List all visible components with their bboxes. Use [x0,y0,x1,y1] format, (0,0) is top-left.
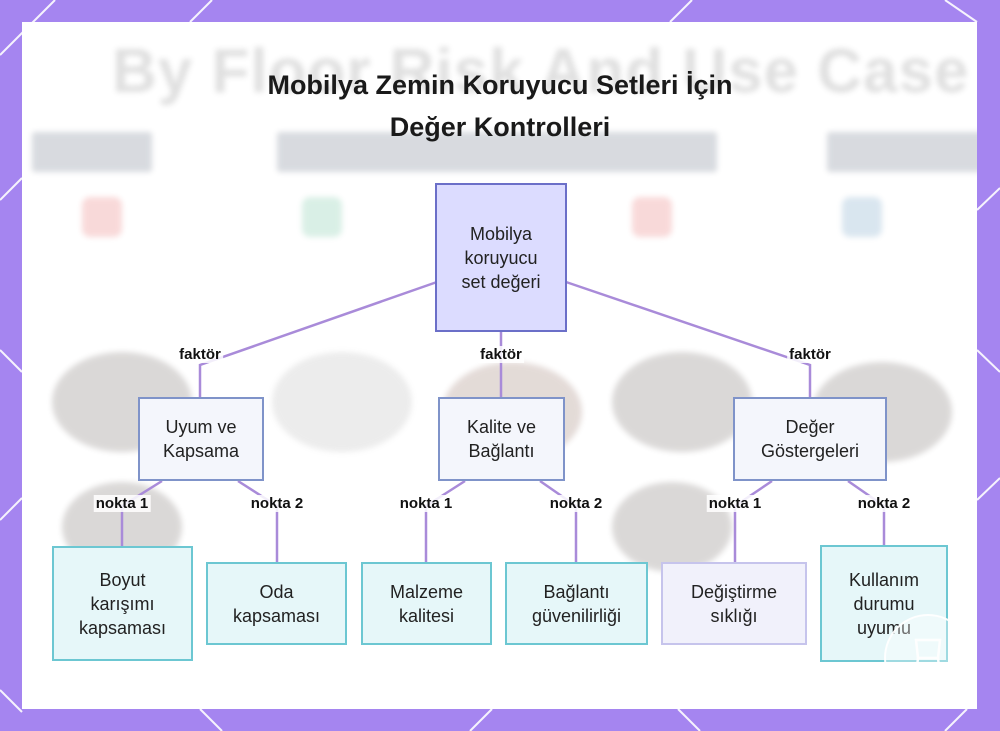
connector [424,479,466,563]
edge-label-point-1: nokta 1 [397,495,455,512]
edge-label-point-2: nokta 2 [855,495,913,512]
connector [539,479,578,563]
edge-label-point-1: nokta 1 [706,495,764,512]
node-text: Uyum ve [165,417,237,437]
background-title: By Floor Risk And Use Case [112,37,970,106]
background-bar [32,132,152,172]
sofa-icon [632,197,672,237]
edge-label-factor: faktör [787,346,833,363]
heart-icon [82,197,122,237]
node-text: kapsaması [232,605,321,626]
node-text: karışımı [90,593,155,614]
background-blob [272,352,412,452]
group-node-quality-connection: Kalite ve Bağlantı [438,397,565,481]
diagram-title: Mobilya Zemin Koruyucu Setleri İçin Değe… [0,64,1000,148]
background-bar [277,132,717,172]
group-node-fit-coverage: Uyum ve Kapsama [138,397,264,481]
leaf-node-replacement-frequency: Değiştirme sıklığı [661,562,807,645]
node-text: Değiştirme [690,581,778,602]
node-text: Göstergeleri [760,441,860,461]
node-text: güvenilirliği [531,605,622,626]
node-text: Boyut [99,569,146,590]
connector [847,479,886,546]
group-node-value-indicators: Değer Göstergeleri [733,397,887,481]
root-node: Mobilya koruyucu set değeri [435,183,567,332]
title-line: Mobilya Zemin Koruyucu Setleri İçin [267,70,733,100]
leaf-node-size-mix: Boyut karışımı kapsaması [52,546,193,661]
node-text: koruyucu [464,247,538,268]
leaf-node-connection-reliability: Bağlantı güvenilirliği [505,562,648,645]
node-text: durumu [853,593,915,614]
diagram-card: By Floor Risk And Use Case [22,22,977,709]
connector [120,479,163,547]
connector [198,280,438,398]
edge-label-factor: faktör [177,346,223,363]
connector [237,479,279,563]
edge-label-point-2: nokta 2 [248,495,306,512]
node-text: kalitesi [398,605,455,626]
node-text: Oda [259,581,294,602]
leaf-node-room-coverage: Oda kapsaması [206,562,347,645]
node-text: Malzeme [389,581,464,602]
title-line: Değer Kontrolleri [389,112,611,142]
node-text: Kapsama [162,441,240,461]
node-text: kapsaması [78,617,167,638]
chair-icon [302,197,342,237]
background-bar [827,132,977,172]
chair-icon [914,638,942,677]
node-text: sıklığı [710,605,758,626]
node-text: Kullanım [848,569,920,590]
person-icon [842,197,882,237]
connector [565,280,812,398]
watermark-badge [884,614,972,702]
edge-label-factor: faktör [478,346,524,363]
node-text: Kalite ve [466,417,537,437]
edge-label-point-2: nokta 2 [547,495,605,512]
connector [733,479,773,563]
node-text: Bağlantı [543,581,610,602]
node-text: Değer [785,417,835,437]
node-text: Mobilya [469,223,533,244]
node-text: set değeri [461,271,541,292]
node-text: Bağlantı [468,441,535,461]
edge-label-point-1: nokta 1 [93,495,151,512]
background-blob [612,352,752,452]
leaf-node-material-quality: Malzeme kalitesi [361,562,492,645]
